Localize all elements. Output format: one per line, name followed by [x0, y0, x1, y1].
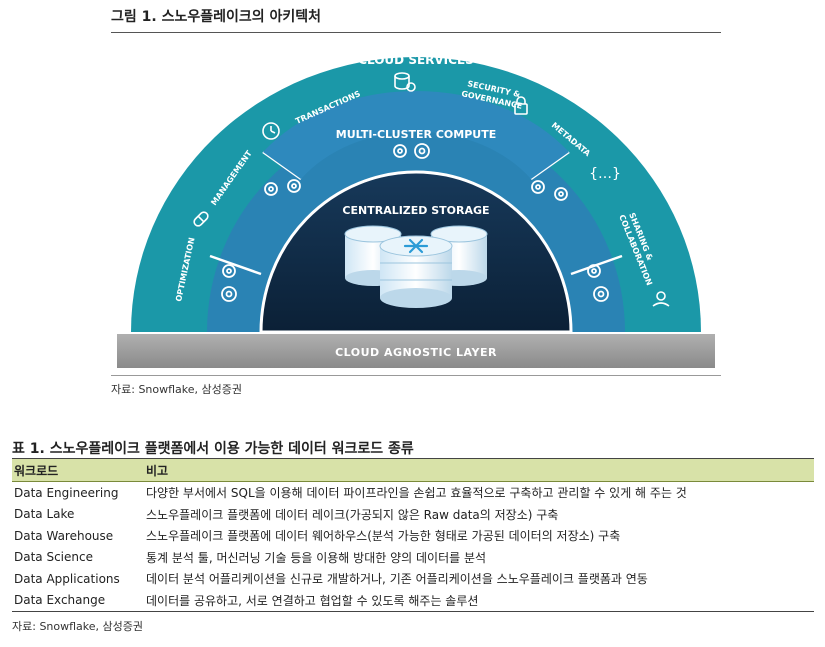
snowflake-icon	[403, 238, 429, 254]
database-refresh-icon	[394, 72, 416, 92]
figure-top-rule	[111, 32, 721, 33]
multi-cluster-compute-title: MULTI-CLUSTER COMPUTE	[336, 128, 496, 141]
table-row: Data Applications 데이터 분석 어플리케이션을 신규로 개발하…	[12, 568, 814, 590]
clock-gear-icon	[262, 122, 280, 140]
remark-cell: 데이터 분석 어플리케이션을 신규로 개발하거나, 기존 어플리케이션을 스노우…	[146, 572, 648, 587]
figure-source: 자료: Snowflake, 삼성증권	[111, 383, 243, 396]
figure-bottom-rule	[111, 375, 721, 376]
workload-cell: Data Science	[14, 550, 93, 565]
pill-icon	[193, 211, 209, 227]
table-row: Data Science 통계 분석 툴, 머신러닝 기술 등을 이용해 방대한…	[12, 547, 814, 569]
multi-cluster-compute-band	[263, 90, 569, 179]
table-row: Data Engineering 다양한 부서에서 SQL을 이용해 데이터 파…	[12, 482, 814, 504]
remark-cell: 스노우플레이크 플랫폼에 데이터 웨어하우스(분석 가능한 형태로 가공된 데이…	[146, 529, 621, 544]
svg-text:{…}: {…}	[589, 166, 621, 182]
table-top-rule	[12, 458, 814, 459]
cloud-agnostic-layer-bar	[117, 334, 715, 368]
workload-table: 워크로드 비고 Data Engineering 다양한 부서에서 SQL을 이…	[12, 459, 814, 612]
workload-cell: Data Engineering	[14, 485, 119, 500]
remark-cell: 데이터를 공유하고, 서로 연결하고 협업할 수 있도록 해주는 솔루션	[144, 589, 814, 612]
cloud-agnostic-layer-label: CLOUD AGNOSTIC LAYER	[335, 346, 497, 359]
workload-cell: Data Lake	[14, 507, 75, 522]
table-row: Data Exchange 데이터를 공유하고, 서로 연결하고 협업할 수 있…	[12, 589, 814, 612]
table-row: Data Lake 스노우플레이크 플랫폼에 데이터 레이크(가공되지 않은 R…	[12, 504, 814, 526]
workload-cell: Data Exchange	[12, 589, 144, 612]
centralized-storage-title: CENTRALIZED STORAGE	[342, 204, 489, 217]
remark-cell: 통계 분석 툴, 머신러닝 기술 등을 이용해 방대한 양의 데이터를 분석	[146, 550, 487, 565]
database-cylinder-icon	[344, 225, 488, 308]
architecture-diagram: CLOUD AGNOSTIC LAYER CLOUD SERVICES MULT…	[117, 53, 715, 368]
table-source: 자료: Snowflake, 삼성증권	[12, 620, 144, 633]
table-header-row: 워크로드 비고	[12, 459, 814, 482]
lock-icon	[514, 96, 528, 115]
gear-icon	[221, 143, 609, 302]
figure-title: 그림 1. 스노우플레이크의 아키텍처	[111, 9, 322, 25]
braces-icon: {…}	[589, 166, 621, 182]
table-title: 표 1. 스노우플레이크 플랫폼에서 이용 가능한 데이터 워크로드 종류	[12, 441, 414, 457]
header-workload: 워크로드	[12, 459, 144, 482]
remark-cell: 스노우플레이크 플랫폼에 데이터 레이크(가공되지 않은 Raw data의 저…	[146, 507, 559, 522]
hand-share-icon	[652, 291, 670, 307]
workload-cell: Data Warehouse	[14, 528, 114, 543]
workload-cell: Data Applications	[14, 571, 120, 586]
header-remarks: 비고	[144, 459, 814, 482]
table-row: Data Warehouse 스노우플레이크 플랫폼에 데이터 웨어하우스(분석…	[12, 525, 814, 547]
remark-cell: 다양한 부서에서 SQL을 이용해 데이터 파이프라인을 손쉽고 효율적으로 구…	[146, 486, 687, 501]
cloud-services-title: CLOUD SERVICES	[358, 53, 474, 67]
